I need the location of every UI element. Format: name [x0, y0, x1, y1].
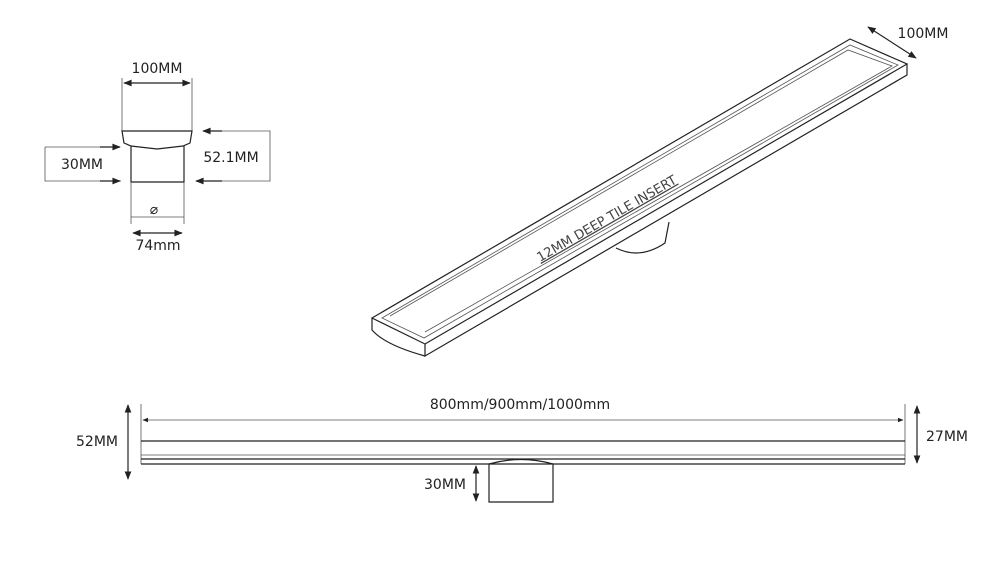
length-label: 800mm/900mm/1000mm — [430, 397, 610, 413]
elevation-total-height-label: 52MM — [76, 434, 118, 450]
outlet-diameter-label: 74mm — [135, 238, 180, 254]
section-view: 100MM ⌀ 74mm 30MM 52.1MM — [44, 61, 271, 254]
frame-top-inner — [381, 44, 899, 339]
grate-profile — [121, 130, 193, 150]
outlet-iso — [615, 221, 670, 254]
outlet-elevation — [488, 458, 554, 503]
outlet-height-label: 30MM — [61, 157, 103, 173]
frame-end-side — [371, 318, 426, 357]
elevation-outlet-height-label: 30MM — [424, 477, 466, 493]
width-label: 100MM — [132, 61, 183, 77]
diameter-symbol: ⌀ — [150, 202, 159, 218]
outlet-profile — [130, 146, 185, 183]
extension-line — [220, 130, 271, 182]
iso-width-label: 100MM — [898, 26, 949, 42]
channel-height-label: 27MM — [926, 429, 968, 445]
isometric-view: 100MM 12MM DEEP TILE INSERT — [370, 26, 949, 358]
frame-front-side — [424, 64, 908, 358]
extension-line — [44, 147, 121, 182]
total-height-label: 52.1MM — [203, 150, 258, 166]
elevation-view: 800mm/900mm/1000mm 52MM 27MM 30MM — [76, 397, 968, 503]
iso-width-arrow — [867, 26, 917, 59]
